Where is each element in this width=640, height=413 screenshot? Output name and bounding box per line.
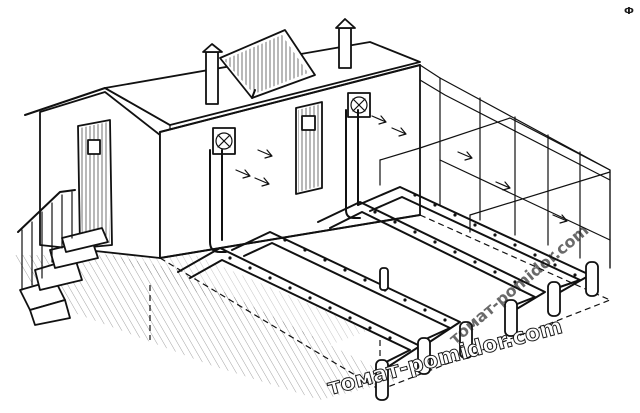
foundation-lines — [149, 214, 611, 398]
greenhouse-frame — [379, 64, 611, 269]
watermark-corner-text: Ф — [624, 6, 634, 17]
ground-shading — [10, 240, 400, 400]
roof-vent-right — [335, 18, 356, 69]
heating-ducts — [209, 109, 361, 253]
underground-pipes — [177, 186, 591, 373]
front-door — [295, 101, 323, 195]
entry-stairs — [17, 189, 109, 326]
fan-left — [212, 127, 236, 155]
roof-vent-left — [202, 43, 223, 105]
side-door — [77, 119, 113, 249]
solar-panel — [219, 29, 316, 99]
exhaust-risers — [375, 261, 599, 401]
airflow-arrows — [235, 115, 568, 224]
